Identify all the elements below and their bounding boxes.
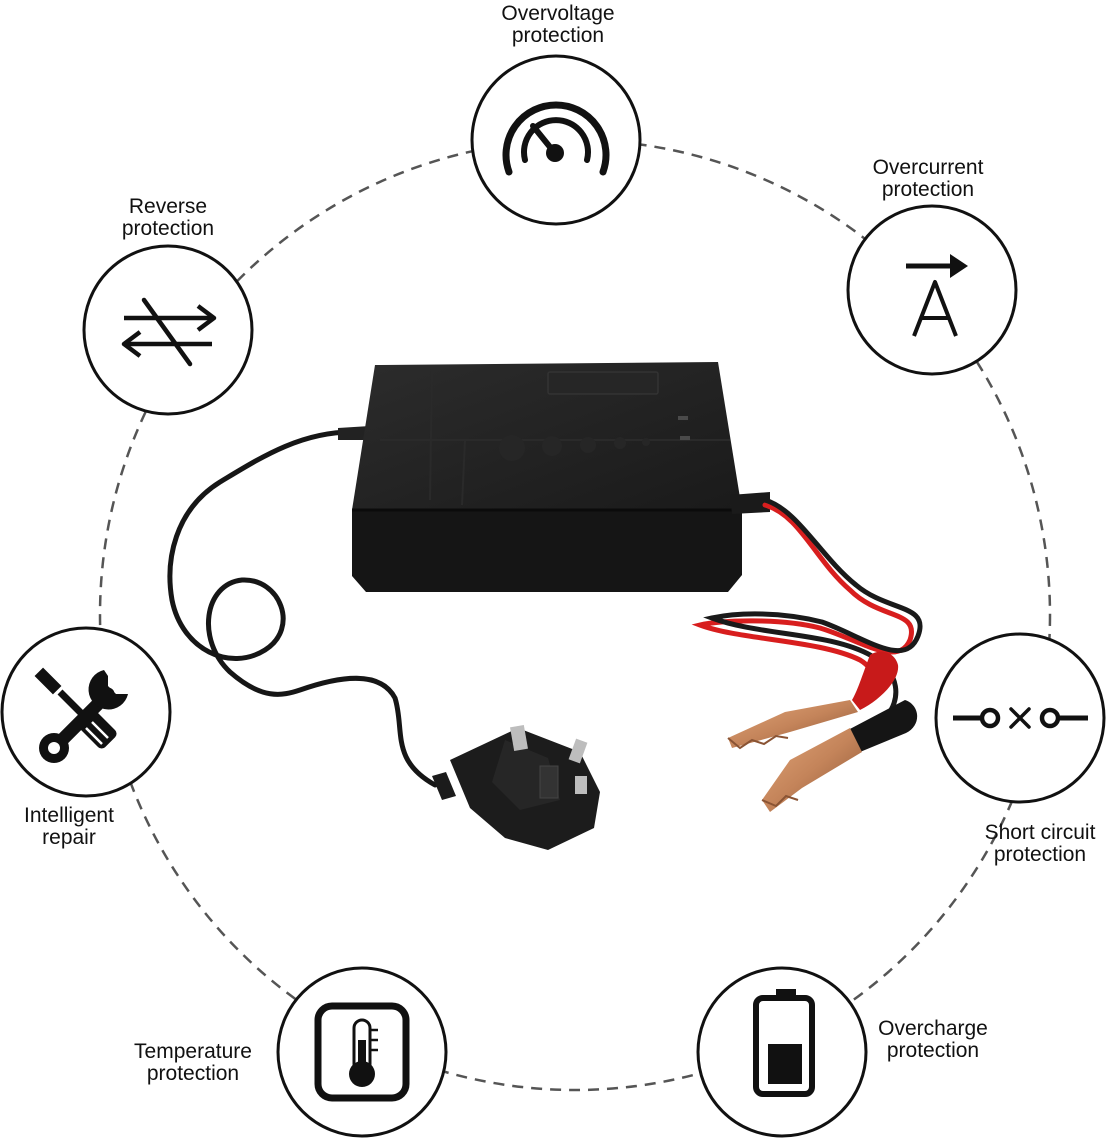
charger-display-window [547, 371, 659, 395]
power-cord [167, 429, 438, 788]
red-battery-clip [727, 651, 899, 750]
dashed-ring [98, 138, 1052, 1092]
led-indicator [680, 436, 690, 440]
reverse-badge [82, 244, 254, 416]
reverse-label: Reverse protection [121, 195, 215, 240]
charger-image [167, 362, 923, 850]
short-circuit-badge [934, 632, 1106, 804]
tools-icon [34, 667, 128, 763]
overvoltage-label: Overvoltage protection [501, 2, 615, 47]
temperature-label: Temperature protection [134, 1040, 252, 1085]
open-switch-icon [953, 707, 1088, 729]
cord-strain-relief [338, 426, 370, 440]
intelligent-repair-badge [0, 626, 172, 798]
overcharge-label: Overcharge protection [878, 1017, 988, 1062]
positive-cable [691, 502, 915, 708]
temperature-badge [276, 966, 448, 1138]
uk-power-plug [432, 724, 600, 850]
negative-cable [703, 497, 923, 721]
short-circuit-label: Short circuit protection [984, 821, 1096, 866]
led-indicator [678, 416, 688, 420]
overcurrent-badge [846, 204, 1018, 376]
charger-side [352, 510, 742, 592]
charger-top [352, 362, 742, 510]
ampere-arrow-icon [906, 254, 968, 337]
thermometer-icon [314, 1002, 410, 1102]
battery-icon [753, 989, 815, 1097]
intelligent-repair-label: Intelligent repair [24, 804, 114, 849]
gauge-icon [502, 101, 610, 176]
reverse-arrows-icon [121, 297, 217, 367]
cable-strain-relief [730, 492, 770, 514]
black-battery-clip [761, 700, 918, 812]
overcurrent-label: Overcurrent protection [872, 156, 984, 201]
overcharge-badge [696, 966, 868, 1138]
overvoltage-badge [470, 54, 642, 226]
